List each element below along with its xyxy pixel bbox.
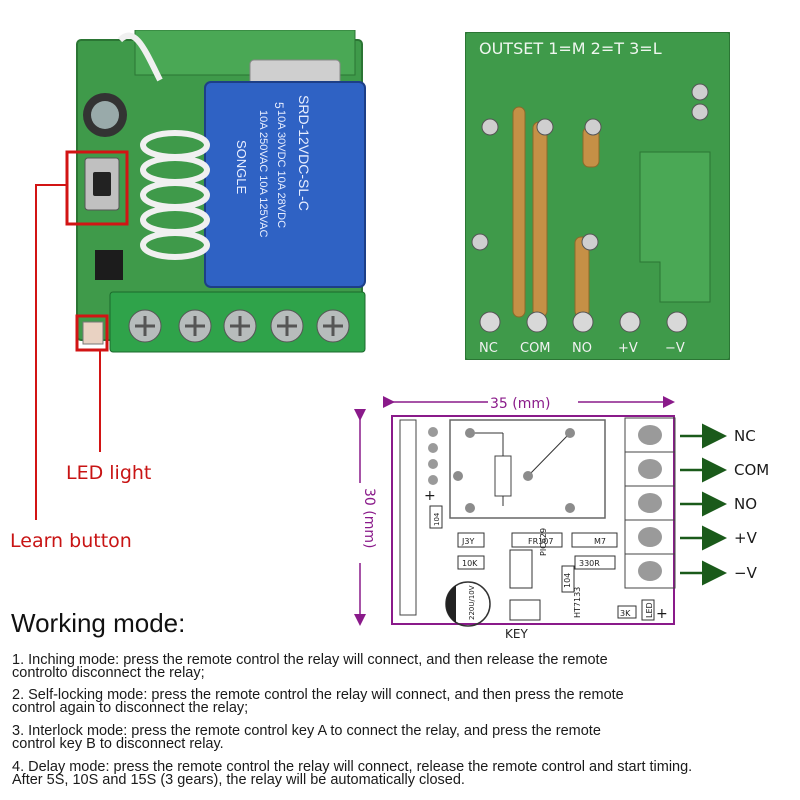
relay-outline [449,419,606,519]
part-fr107: FR107 [528,537,553,546]
output-label-minus-v: −V [734,564,758,582]
front-photo: SONGLE 10A 250VAC 10A 125VAC 10A 30VDC 1… [65,29,375,360]
working-mode-title: Working mode: [11,608,186,638]
mode-self-locking-line2: control again to disconnect the relay; [12,700,249,716]
front-photo-illustration: SONGLE 10A 250VAC 10A 125VAC 10A 30VDC 1… [65,29,366,353]
relay-brand-text: SONGLE [234,140,249,195]
part-220u: 220U/10V [468,585,476,620]
relay-model-text: SRD-12VDC-SL-C [296,95,312,211]
height-label: 30 (mm) [361,488,377,548]
output-arrows [680,423,727,586]
part-pic629: PIC629 [539,528,548,556]
terminal-label-com: COM [520,341,551,356]
output-label-nc: NC [734,427,756,445]
learn-button-label: Learn button [10,530,132,552]
output-label-com: COM [734,461,769,479]
mode-inching-line1: 1. Inching mode: press the remote contro… [12,652,608,668]
mode-self-locking: 2. Self-locking mode: press the remote c… [12,687,798,716]
solder-pins [471,83,709,251]
part-104-a: 104 [433,512,441,526]
led-light-label: LED light [66,462,152,484]
relay-pin-mark: 5 [272,102,286,109]
mode-delay-line2: After 5S, 10S and 15S (3 gears), the rel… [12,772,465,788]
mode-inching: 1. Inching mode: press the remote contro… [12,652,798,681]
relay-pins [453,428,575,513]
mode-interlock: 3. Interlock mode: press the remote cont… [12,723,798,752]
mode-interlock-line2: control key B to disconnect relay. [12,736,224,752]
part-104-b: 104 [563,573,572,588]
left-header [399,419,417,616]
part-10k: 10K [462,559,478,568]
part-3k: 3K [620,609,631,618]
output-labels: NC COM NO +V −V [734,427,769,582]
antenna-coil [117,32,210,260]
mode-interlock-line1: 3. Interlock mode: press the remote cont… [12,723,601,739]
output-label-no: NO [734,495,757,513]
terminal-labels: NC COM NO +V −V [479,341,685,356]
ic-chip [95,250,123,280]
relay-rating-2: 10A 30VDC 10A 28VDC [275,110,287,228]
part-ht7133: HT7133 [573,587,582,618]
diagram-svg: 35 (mm) 30 (mm) + 104 J3Y 10K [352,392,769,641]
mode-delay-line1: 4. Delay mode: press the remote control … [12,759,693,775]
width-label: 35 (mm) [490,396,550,412]
learn-button-callout-box [65,150,129,226]
relay: SONGLE 10A 250VAC 10A 125VAC 10A 30VDC 1… [204,81,366,288]
diagram-terminal-block [624,417,676,589]
part-330r: 330R [579,559,600,568]
outset-text: OUTSET 1=M 2=T 3=L [479,39,662,58]
components: J3Y 10K FR107 M7 330R PIC629 104 HT7133 … [457,528,668,641]
part-j3y: J3Y [461,537,474,546]
svg-text:+: + [656,606,668,622]
led-callout-box [75,314,109,352]
ground-plane [639,151,711,303]
terminal-label-nc: NC [479,341,498,356]
mode-inching-line2: controlto disconnect the relay; [12,665,205,681]
back-photo: OUTSET 1=M 2=T 3=L NC [464,31,731,361]
terminal-block [109,291,366,353]
led-light [82,321,104,345]
part-led: LED [645,602,654,618]
svg-text:+: + [424,488,436,504]
output-label-plus-v: +V [734,529,758,547]
terminal-label-plus-v: +V [618,341,638,356]
terminal-pins [479,311,688,333]
mode-delay: 4. Delay mode: press the remote control … [12,759,798,788]
back-photo-illustration: OUTSET 1=M 2=T 3=L NC [464,31,731,361]
relay-rating-1: 10A 250VAC 10A 125VAC [257,110,269,237]
part-m7: M7 [594,537,606,546]
dimension-diagram: 35 (mm) 30 (mm) + 104 J3Y 10K [350,388,800,641]
terminal-label-minus-v: −V [665,341,685,356]
terminal-label-no: NO [572,341,592,356]
mode-self-locking-line1: 2. Self-locking mode: press the remote c… [12,687,624,703]
part-key: KEY [505,627,528,640]
solder-traces [512,106,600,318]
